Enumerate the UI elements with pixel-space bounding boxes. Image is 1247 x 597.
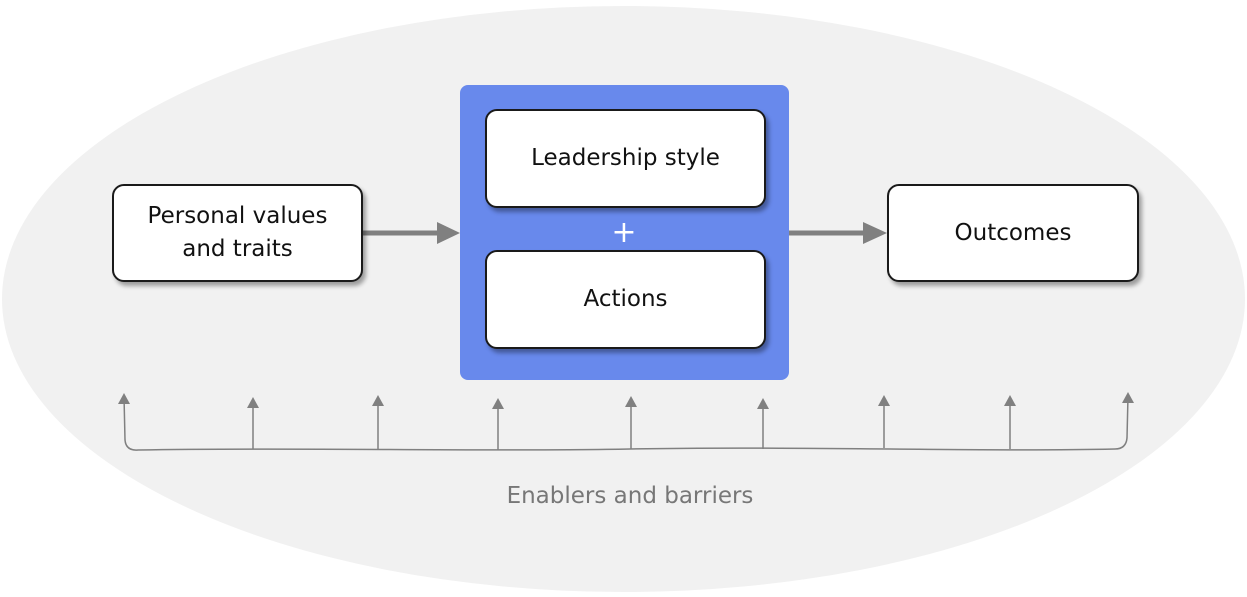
flow-arrow-core-to-outcomes	[789, 222, 887, 244]
upward-arrow	[625, 396, 637, 449]
plus-operator: +	[611, 215, 637, 250]
enablers-barriers-label: Enablers and barriers	[506, 483, 754, 509]
enablers-barriers-brace	[118, 392, 1134, 451]
upward-arrow	[492, 398, 504, 450]
upward-arrow	[247, 397, 259, 449]
upward-arrow	[118, 393, 130, 404]
upward-arrow	[757, 398, 769, 449]
actions-box: Actions	[485, 250, 766, 349]
upward-arrow	[878, 395, 890, 448]
outcomes-box: Outcomes	[887, 184, 1139, 282]
upward-arrow	[1122, 392, 1134, 403]
personal-values-box: Personal values and traits	[112, 184, 363, 282]
flow-arrow-personal-to-core	[363, 222, 460, 244]
leadership-style-box: Leadership style	[485, 109, 766, 208]
upward-arrow	[1004, 395, 1016, 449]
upward-arrow	[372, 395, 384, 449]
